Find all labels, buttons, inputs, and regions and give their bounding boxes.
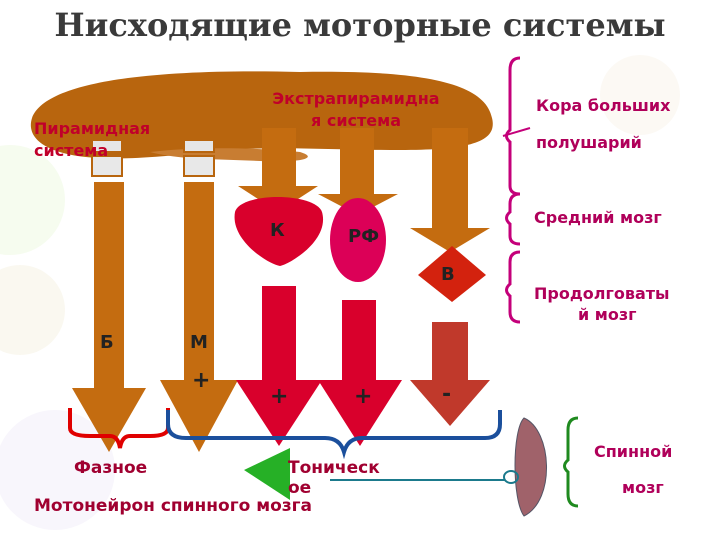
sign-m-plus: +	[192, 368, 211, 393]
bracket-cortex	[505, 56, 521, 196]
sign-k-plus: +	[270, 384, 289, 409]
bracket-phasic	[68, 408, 170, 449]
label-spinal-line2: мозг	[622, 478, 664, 497]
cortex-shape	[30, 71, 493, 159]
label-pyramidal-system: Пирамидная система	[34, 119, 151, 160]
label-nucleus-v: В	[441, 264, 455, 285]
label-nucleus-rf: РФ	[348, 226, 380, 247]
label-motoneuron: Мотонейрон спинного мозга	[34, 496, 313, 516]
label-phasic: Фазное	[74, 458, 148, 478]
label-tonic-line1: Тоническ	[288, 458, 380, 478]
spinal-cord-shape	[330, 417, 547, 517]
bracket-spinal	[563, 416, 579, 508]
bracket-midbrain	[505, 192, 521, 246]
label-extrapyramidal-line2: я система	[310, 111, 402, 130]
label-nucleus-k: К	[270, 220, 285, 241]
motoneuron-triangle	[244, 448, 290, 500]
label-spinal-line1: Спинной	[594, 442, 673, 461]
nucleus-rf	[318, 198, 402, 446]
extrapyramidal-arrow-v	[410, 128, 490, 252]
bracket-pointer-cortex	[502, 127, 531, 137]
nucleus-k	[234, 197, 324, 446]
bracket-tonic	[166, 410, 502, 460]
label-tonic-line2: ое	[288, 478, 312, 498]
label-midbrain: Средний мозг	[534, 208, 662, 227]
bracket-medulla	[505, 250, 521, 324]
label-medulla-line2: й мозг	[578, 305, 637, 324]
background-decor	[0, 55, 680, 530]
label-cortex-line2: полушарий	[536, 133, 642, 152]
label-tract-b: Б	[100, 332, 114, 353]
tract-b-arrow	[72, 139, 146, 452]
label-medulla-line1: Продолговаты	[534, 284, 670, 303]
label-cortex-line1: Кора больших	[536, 96, 671, 115]
label-tract-m: М	[190, 332, 208, 353]
page-title: Нисходящие моторные системы	[54, 6, 666, 44]
sign-v-minus: -	[442, 382, 452, 407]
sign-rf-plus: +	[354, 384, 373, 409]
label-extrapyramidal-line1: Экстрапирамидна	[272, 89, 440, 108]
nucleus-v	[410, 246, 490, 426]
tract-m-arrow	[160, 139, 238, 452]
